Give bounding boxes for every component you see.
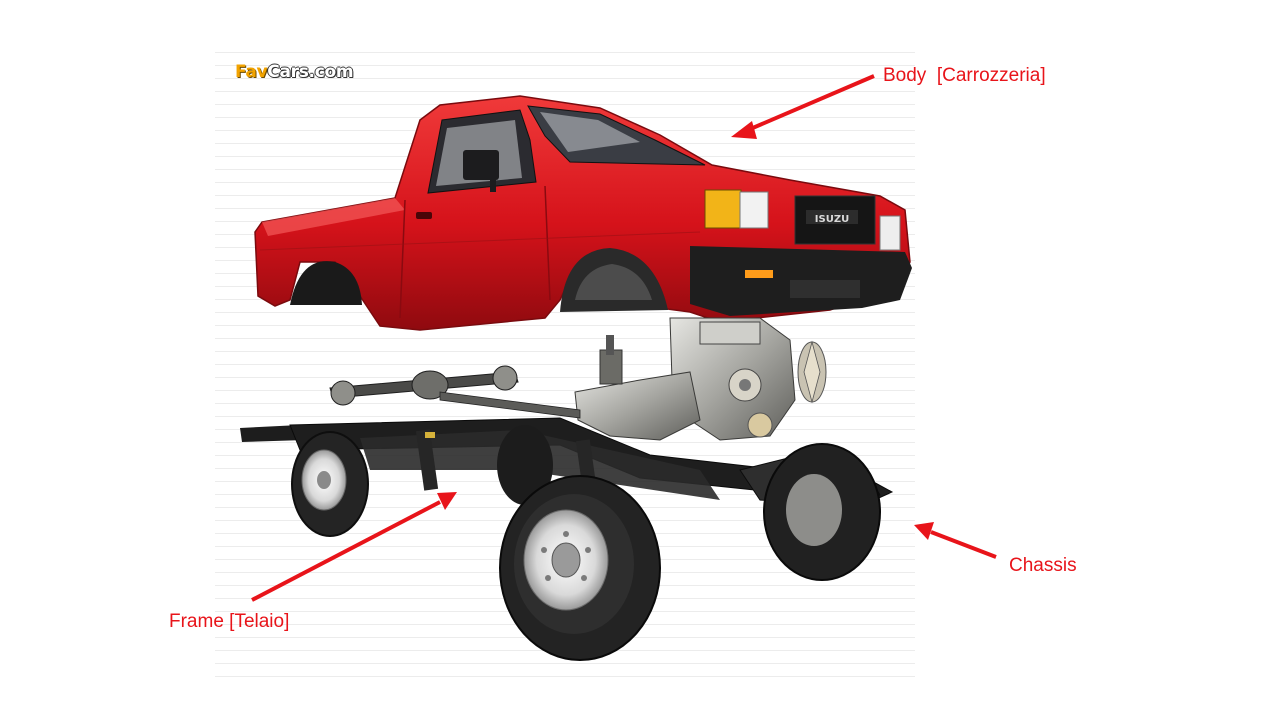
front-left-wheel xyxy=(500,476,660,660)
rear-left-wheel xyxy=(292,432,368,536)
driveshaft xyxy=(440,392,580,418)
headlight xyxy=(740,192,768,228)
truck-body: ISUZU xyxy=(255,96,912,330)
cooling-fan xyxy=(798,342,826,402)
body-label: Body [Carrozzeria] xyxy=(883,65,1046,87)
body-arrow xyxy=(731,76,874,139)
watermark-logo: FavCars.com xyxy=(235,62,353,82)
side-mirror xyxy=(463,150,499,180)
engine xyxy=(575,318,826,440)
watermark-fav: Fav xyxy=(235,62,267,82)
turn-signal xyxy=(705,190,741,228)
chassis-arrow xyxy=(914,522,996,557)
chassis-label: Chassis xyxy=(1009,555,1077,577)
watermark-cars: Cars.com xyxy=(267,62,353,82)
rear-axle xyxy=(330,366,580,418)
front-right-wheel xyxy=(764,444,880,580)
transmission xyxy=(575,372,700,440)
brand-emblem: ISUZU xyxy=(815,214,849,225)
frame-label: Frame [Telaio] xyxy=(169,611,289,633)
